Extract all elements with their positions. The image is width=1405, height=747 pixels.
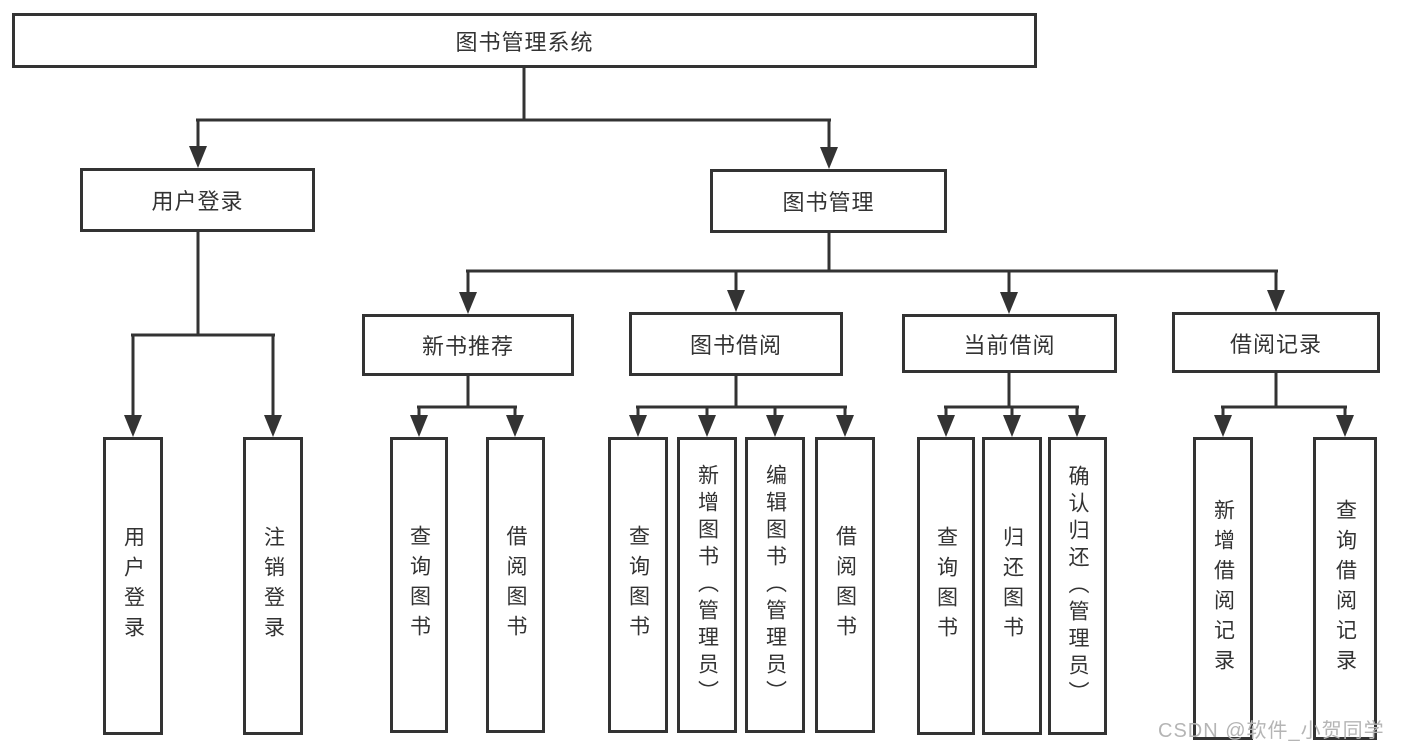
leaf-current-return: 归还图书 <box>982 437 1042 735</box>
leaf-borrow-add-admin: 新增图书（管理员） <box>677 437 737 733</box>
leaf-borrow-borrow: 借阅图书 <box>815 437 875 733</box>
node-user-login: 用户登录 <box>80 168 315 232</box>
node-current-borrow: 当前借阅 <box>902 314 1117 373</box>
watermark-text: CSDN @软件_小贺同学 <box>1158 720 1385 742</box>
leaf-current-confirm-admin: 确认归还（管理员） <box>1048 437 1107 735</box>
leaf-newbook-borrow: 借阅图书 <box>486 437 545 733</box>
node-borrow-record: 借阅记录 <box>1172 312 1380 373</box>
node-book-borrow: 图书借阅 <box>629 312 843 376</box>
leaf-borrow-edit-admin: 编辑图书（管理员） <box>745 437 805 733</box>
leaf-current-query: 查询图书 <box>917 437 975 735</box>
leaf-borrow-query: 查询图书 <box>608 437 668 733</box>
node-root-system: 图书管理系统 <box>12 13 1037 68</box>
leaf-newbook-query: 查询图书 <box>390 437 448 733</box>
node-book-management: 图书管理 <box>710 169 947 233</box>
leaf-record-query: 查询借阅记录 <box>1313 437 1377 740</box>
leaf-user-login: 用户登录 <box>103 437 163 735</box>
leaf-logout: 注销登录 <box>243 437 303 735</box>
arrowhead-icons <box>124 146 1354 437</box>
node-new-book-recommend: 新书推荐 <box>362 314 574 376</box>
leaf-record-add: 新增借阅记录 <box>1193 437 1253 740</box>
